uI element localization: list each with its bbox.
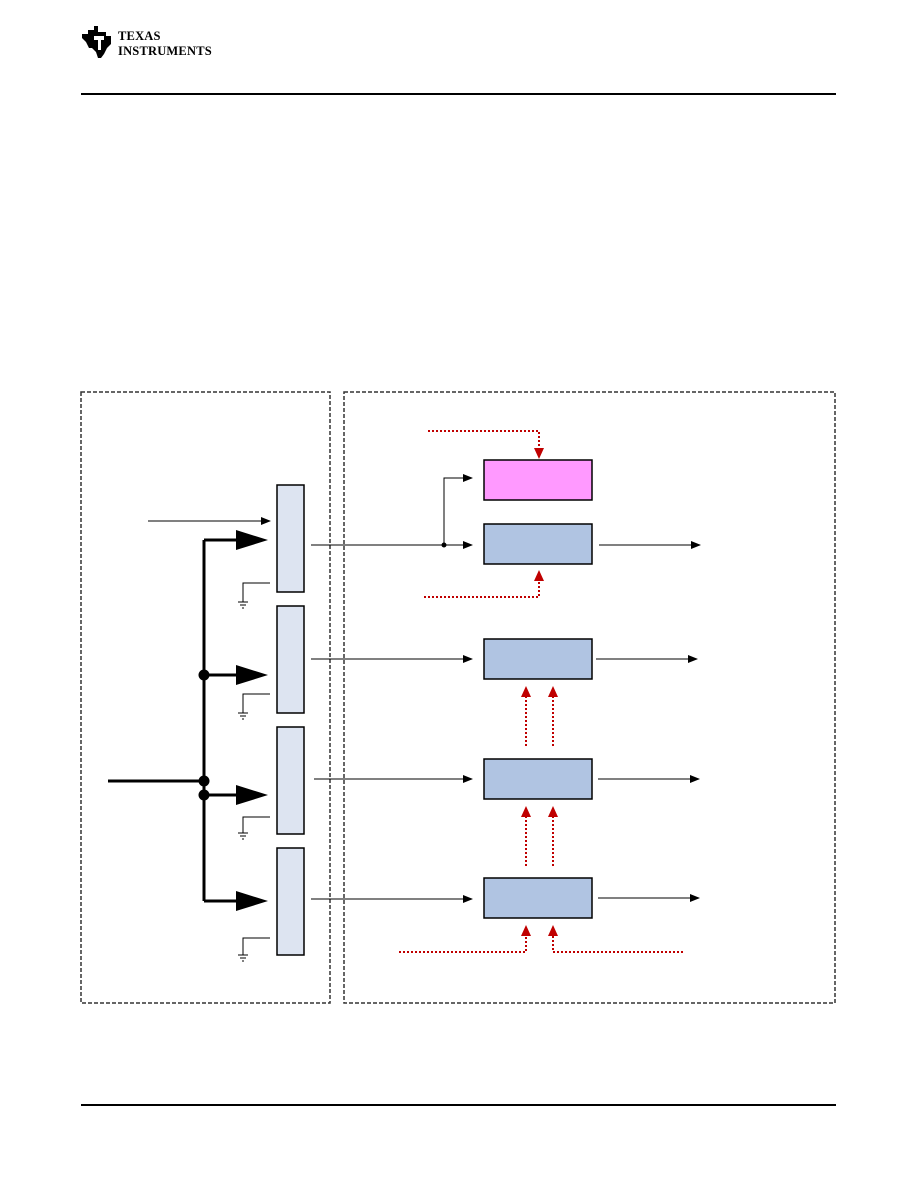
processing-block-4 (483, 877, 593, 919)
converter-box-4 (276, 847, 305, 956)
ground-symbol-2 (238, 693, 270, 720)
converter-box-3 (276, 726, 305, 835)
right-region-border (343, 391, 836, 1004)
converter-box-2 (276, 605, 305, 714)
distribution-bus (108, 538, 238, 903)
ground-symbol-3 (238, 816, 270, 840)
bus-arrowheads (236, 530, 268, 911)
control-signal-block-1 (424, 578, 540, 598)
footer-rule (81, 1104, 836, 1106)
header-rule (81, 93, 836, 95)
processing-block-2 (483, 638, 593, 680)
ground-symbol-1 (238, 582, 270, 609)
ti-logo-icon (82, 26, 111, 58)
bus-junction-dots (198, 669, 210, 801)
processing-block-1 (483, 523, 593, 565)
processing-block-3 (483, 758, 593, 800)
branch-junction-dot (441, 542, 447, 548)
control-signal-block-4-left (399, 932, 527, 953)
converter-box-1 (276, 484, 305, 593)
control-arrowheads (521, 448, 558, 936)
control-signal-block-4-right (552, 932, 683, 953)
brand-name-line-1: Texas (118, 29, 161, 43)
ground-symbol-4 (238, 937, 270, 962)
brand-name-line-2: Instruments (118, 44, 212, 58)
control-signal-top (428, 430, 540, 450)
link-1-branch (443, 474, 473, 545)
top-block (483, 459, 593, 501)
left-region-border (80, 391, 331, 1004)
